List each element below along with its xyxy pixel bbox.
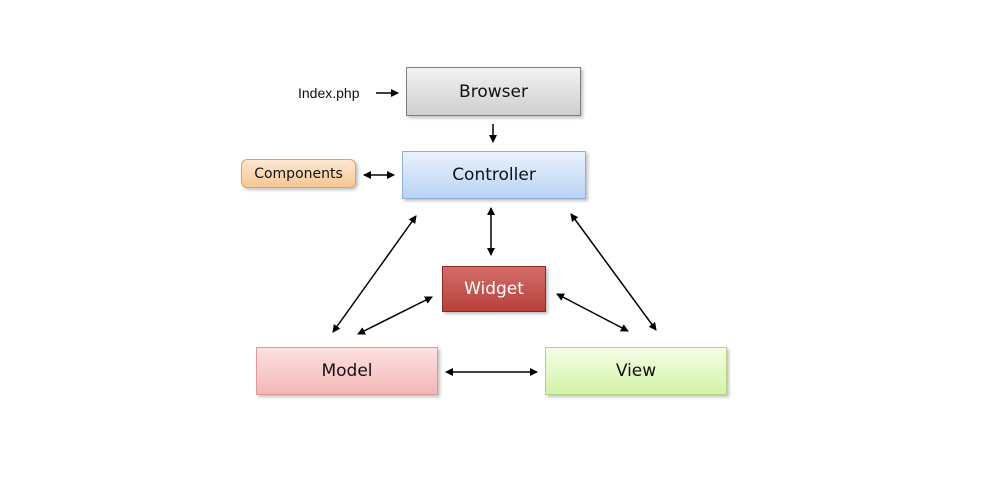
browser-label: Browser <box>459 81 528 102</box>
entry-label: Index.php <box>298 85 360 101</box>
arrow-controller-model <box>332 215 417 333</box>
arrow-widget-view <box>556 293 629 332</box>
arrow-widget-model <box>357 296 433 335</box>
model-node: Model <box>256 347 438 395</box>
model-label: Model <box>321 361 373 381</box>
widget-node: Widget <box>442 266 546 312</box>
controller-label: Controller <box>452 165 536 185</box>
controller-node: Controller <box>402 151 586 199</box>
widget-label: Widget <box>464 279 524 299</box>
arrow-controller-view <box>570 213 657 331</box>
view-label: View <box>615 361 657 381</box>
browser-node: Browser <box>406 67 581 116</box>
view-node: View <box>545 347 727 395</box>
components-node: Components <box>241 159 356 188</box>
components-label: Components <box>254 165 343 182</box>
